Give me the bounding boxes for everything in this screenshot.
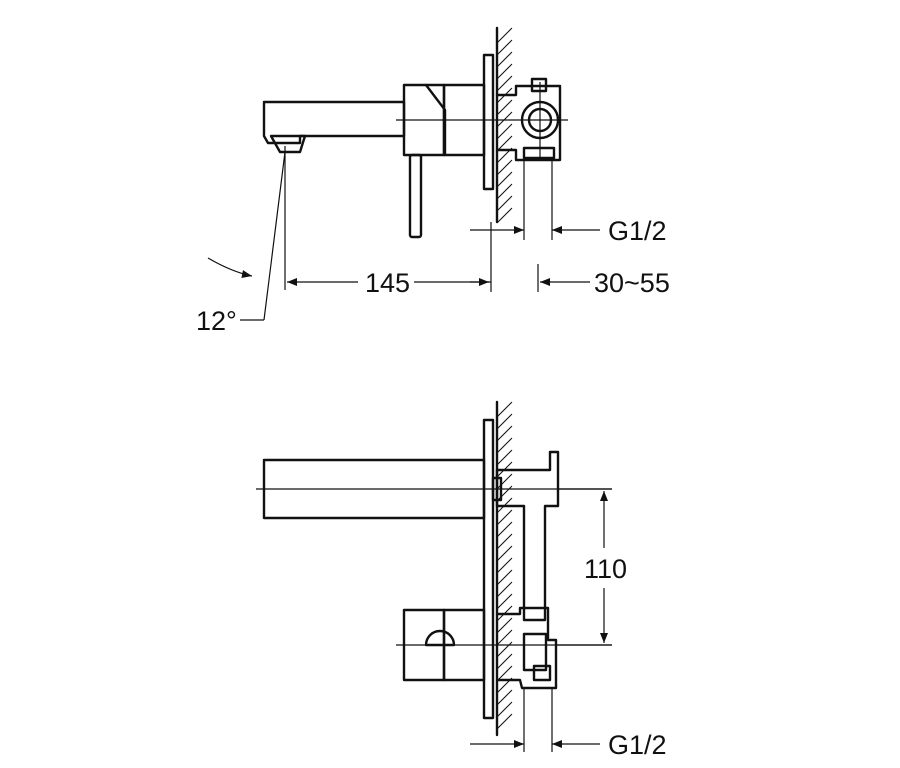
hatch-line (496, 653, 513, 670)
valve-top-lug (530, 77, 548, 93)
lever-dome (424, 629, 456, 647)
hatch-line (496, 521, 513, 538)
hatch-line (496, 39, 513, 56)
dimension-label-110: 110 (584, 554, 627, 584)
hatch-line (496, 689, 513, 706)
hatch-line (496, 449, 513, 466)
concealed-valve-box (495, 606, 558, 690)
hatch-line (496, 545, 513, 562)
hatch-line (496, 195, 513, 212)
concealed-valve-box (495, 84, 562, 162)
hatch-line (496, 159, 513, 176)
hatch-line (496, 401, 513, 418)
dimension-label-g12-bottom: G1/2 (608, 730, 667, 760)
hatch-line (496, 63, 513, 80)
spout-connector (491, 476, 503, 502)
hatch-line (496, 27, 513, 44)
hatch-line (496, 581, 513, 598)
hatch-line (496, 425, 513, 442)
cover-plate (482, 53, 495, 191)
dimension-label-145: 145 (365, 268, 410, 298)
hatch-line (496, 207, 513, 224)
front-elevation-view: 110 G1/2 (256, 400, 667, 760)
hatch-line (496, 593, 513, 610)
hatch-line (496, 641, 513, 658)
dimension-label-angle: 12° (196, 306, 237, 336)
hatch-line (496, 75, 513, 92)
spout-aerator (269, 134, 307, 154)
valve-outlet (532, 664, 552, 682)
angle-arc (207, 257, 253, 278)
hatch-line (496, 533, 513, 550)
hatch-line (496, 99, 513, 116)
hatch-line (496, 51, 513, 68)
hatch-line (496, 713, 513, 730)
wall-hatching-top (496, 27, 513, 224)
hatch-line (496, 171, 513, 188)
valve-cartridge (522, 632, 548, 672)
hatch-line (496, 617, 513, 634)
hatch-line (496, 557, 513, 574)
lever-handle (408, 153, 423, 239)
dimension-label-30-55: 30~55 (594, 268, 670, 298)
hatch-line (496, 665, 513, 682)
side-elevation-view: G1/2 145 30~55 12° (196, 26, 670, 336)
hatch-line (496, 437, 513, 454)
valve-bottom-lug (522, 146, 556, 160)
hatch-line (496, 135, 513, 152)
hatch-line (496, 473, 513, 490)
dimension-label-g12-top: G1/2 (608, 216, 667, 246)
cover-plate (482, 418, 495, 720)
hatch-line (496, 701, 513, 718)
hatch-line (496, 509, 513, 526)
wall-hatching-bottom (496, 401, 513, 730)
hatch-line (496, 485, 513, 502)
hatch-line (496, 413, 513, 430)
hatch-line (496, 123, 513, 140)
diverter-body (495, 450, 560, 622)
angle-leader-line (263, 151, 286, 321)
hatch-line (496, 569, 513, 586)
hatch-line (496, 629, 513, 646)
hatch-line (496, 183, 513, 200)
